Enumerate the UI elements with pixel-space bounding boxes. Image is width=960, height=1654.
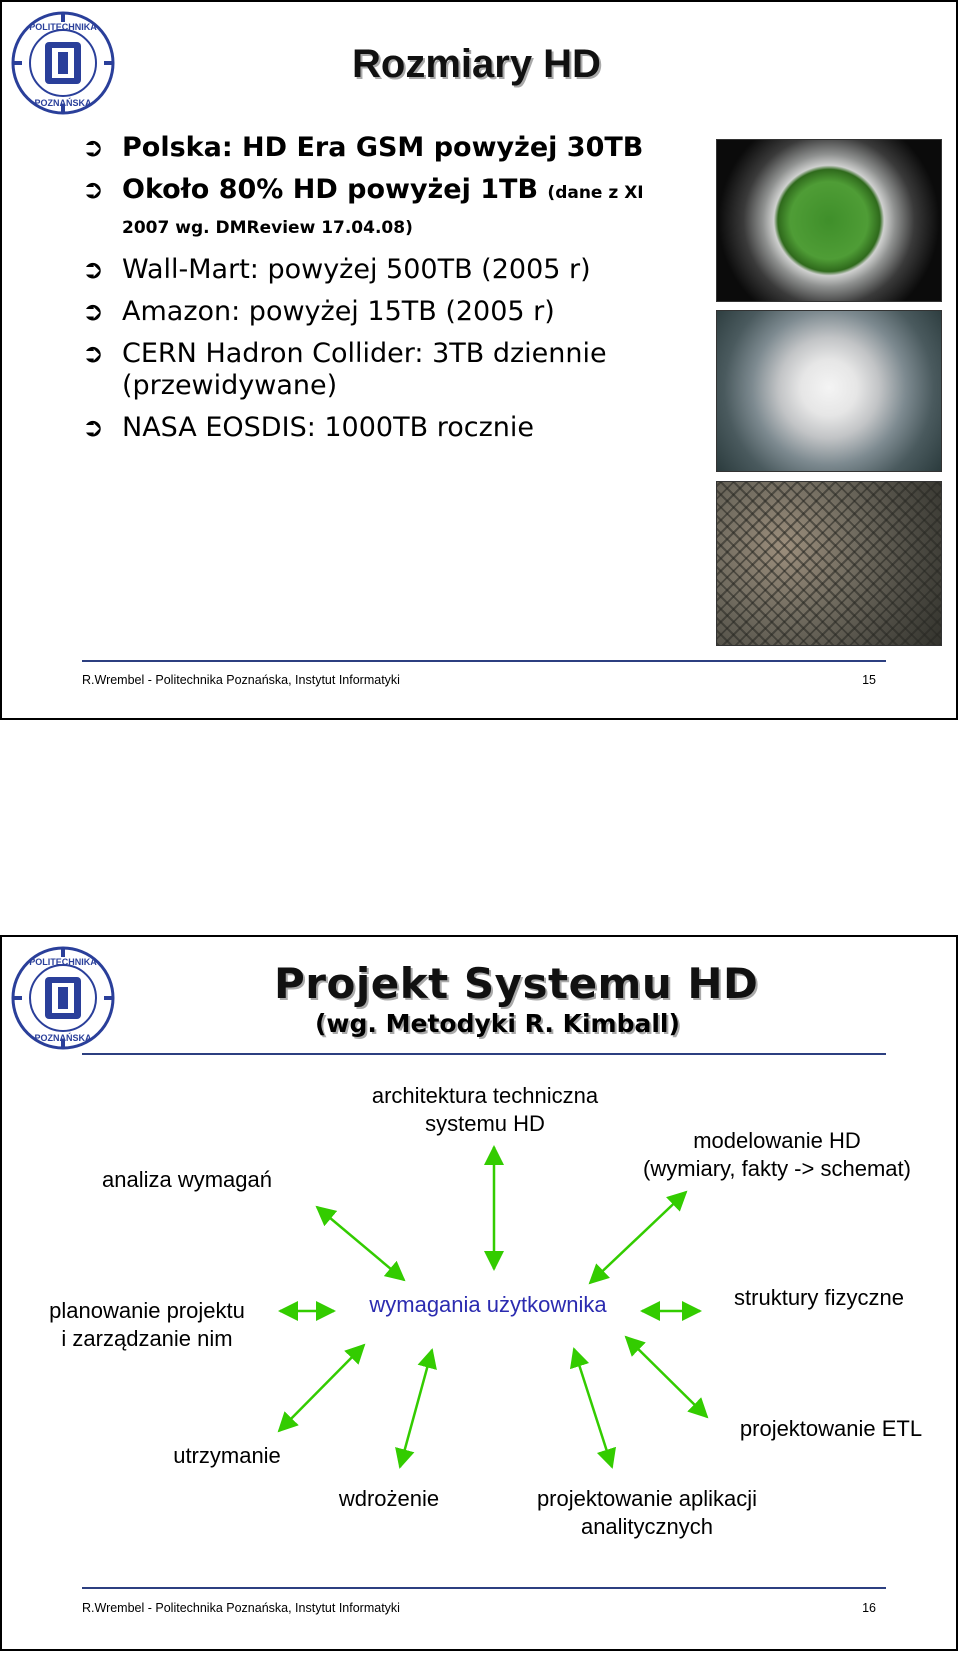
page-number: 16	[862, 1601, 876, 1615]
footer-rule	[82, 1587, 886, 1589]
slide-15: POLITECHNIKA POZNAŃSKA Rozmiary HD ➲ Pol…	[0, 0, 958, 720]
title-rule	[82, 1053, 886, 1055]
hurricane-satellite-photo	[716, 310, 942, 472]
circled-arrow-icon: ➲	[82, 339, 104, 369]
node-user-requirements: wymagania użytkownika	[338, 1291, 638, 1319]
bullet-item: ➲ CERN Hadron Collider: 3TB dziennie (pr…	[82, 338, 682, 402]
bullet-text: Wall-Mart: powyżej 500TB (2005 r)	[122, 254, 591, 285]
node-physical-structures: struktury fizyczne	[704, 1284, 934, 1312]
node-apps-line2: analitycznych	[580, 1514, 714, 1539]
node-analysis: analiza wymagań	[62, 1166, 312, 1194]
bullet-list: ➲ Polska: HD Era GSM powyżej 30TB ➲ Okoł…	[82, 132, 682, 454]
page-number: 15	[862, 673, 876, 687]
node-architecture-line1: architektura techniczna	[371, 1083, 599, 1108]
circled-arrow-icon: ➲	[82, 255, 104, 285]
svg-text:POZNAŃSKA: POZNAŃSKA	[34, 98, 92, 108]
node-deployment: wdrożenie	[324, 1485, 454, 1513]
node-etl: projektowanie ETL	[706, 1415, 956, 1443]
city-aerial-photo	[716, 481, 942, 646]
bullet-item: ➲ Amazon: powyżej 15TB (2005 r)	[82, 296, 682, 328]
node-etl-label: projektowanie ETL	[739, 1416, 923, 1441]
circled-arrow-icon: ➲	[82, 175, 104, 205]
node-planning: planowanie projektu i zarządzanie nim	[22, 1297, 272, 1353]
circled-arrow-icon: ➲	[82, 297, 104, 327]
arrow-center-to-apps	[569, 1347, 617, 1469]
arrow-analysis-to-center	[315, 1205, 406, 1282]
node-physical-label: struktury fizyczne	[734, 1285, 904, 1310]
footer-rule	[82, 660, 886, 662]
node-apps-line1: projektowanie aplikacji	[536, 1486, 758, 1511]
svg-text:POZNAŃSKA: POZNAŃSKA	[34, 1033, 92, 1043]
arrow-center-to-etl	[624, 1335, 709, 1419]
circled-arrow-icon: ➲	[82, 413, 104, 443]
bullet-item: ➲ NASA EOSDIS: 1000TB rocznie	[82, 412, 682, 444]
node-planning-line1: planowanie projektu	[49, 1298, 245, 1323]
bullet-item: ➲ Polska: HD Era GSM powyżej 30TB	[82, 132, 682, 164]
node-maintenance: utrzymanie	[142, 1442, 312, 1470]
node-deployment-label: wdrożenie	[338, 1486, 440, 1511]
node-user-requirements-label: wymagania użytkownika	[369, 1292, 607, 1317]
node-planning-line2: i zarządzanie nim	[61, 1326, 233, 1351]
bullet-text: Amazon: powyżej 15TB (2005 r)	[122, 296, 555, 327]
svg-text:POLITECHNIKA: POLITECHNIKA	[29, 957, 97, 967]
politechnika-logo: POLITECHNIKA POZNAŃSKA	[11, 11, 115, 115]
node-architecture-line2: systemu HD	[425, 1111, 545, 1136]
sun-photo	[716, 139, 942, 302]
politechnika-logo: POLITECHNIKA POZNAŃSKA	[11, 946, 115, 1050]
slide-title: Projekt Systemu HD	[274, 959, 759, 1008]
slide-16: POLITECHNIKA POZNAŃSKA Projekt Systemu H…	[0, 935, 958, 1651]
bullet-text: Około 80% HD powyżej 1TB	[122, 174, 548, 205]
arrow-modeling-to-center	[588, 1190, 688, 1285]
bullet-note: (dane z XI 2007 wg. DMReview 17.04.08)	[122, 183, 644, 238]
methodology-diagram	[277, 1145, 709, 1469]
circled-arrow-icon: ➲	[82, 133, 104, 163]
bullet-text: CERN Hadron Collider: 3TB dziennie (prze…	[122, 338, 607, 401]
bullet-item: ➲ Około 80% HD powyżej 1TB (dane z XI 20…	[82, 174, 682, 244]
node-modeling-line1: modelowanie HD	[693, 1128, 861, 1153]
svg-text:POLITECHNIKA: POLITECHNIKA	[29, 22, 97, 32]
bullet-text: NASA EOSDIS: 1000TB rocznie	[122, 412, 534, 443]
slide-title: Rozmiary HD	[352, 42, 601, 86]
footer-text: R.Wrembel - Politechnika Poznańska, Inst…	[82, 1601, 400, 1615]
slide-subtitle: (wg. Metodyki R. Kimball)	[315, 1009, 680, 1038]
node-analytical-apps: projektowanie aplikacji analitycznych	[502, 1485, 792, 1541]
node-architecture: architektura techniczna systemu HD	[320, 1082, 650, 1138]
node-modeling-line2: (wymiary, fakty -> schemat)	[643, 1156, 911, 1181]
arrow-center-to-deployment	[395, 1348, 437, 1469]
bullet-item: ➲ Wall-Mart: powyżej 500TB (2005 r)	[82, 254, 682, 286]
bullet-text: Polska: HD Era GSM powyżej 30TB	[122, 132, 644, 163]
node-modeling: modelowanie HD (wymiary, fakty -> schema…	[602, 1127, 952, 1183]
arrow-center-to-maintenance	[277, 1343, 366, 1433]
node-analysis-label: analiza wymagań	[102, 1167, 272, 1192]
footer-text: R.Wrembel - Politechnika Poznańska, Inst…	[82, 673, 400, 687]
node-maintenance-label: utrzymanie	[173, 1443, 281, 1468]
